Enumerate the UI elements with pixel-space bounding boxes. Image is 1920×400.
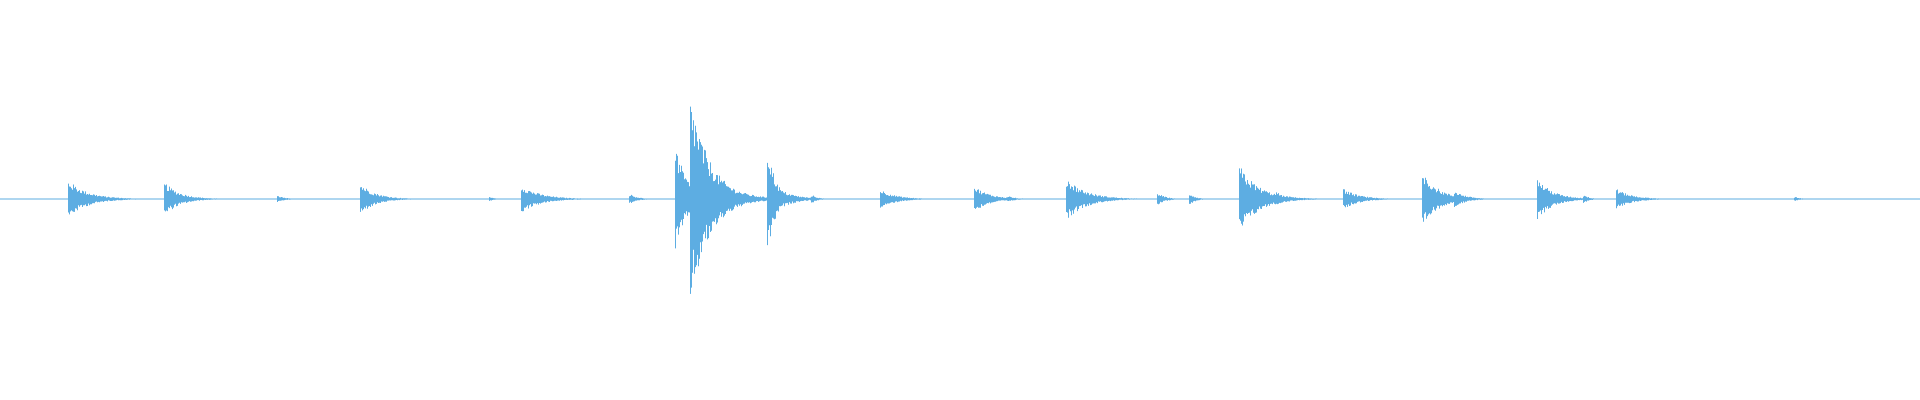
waveform-trace	[0, 106, 1920, 294]
